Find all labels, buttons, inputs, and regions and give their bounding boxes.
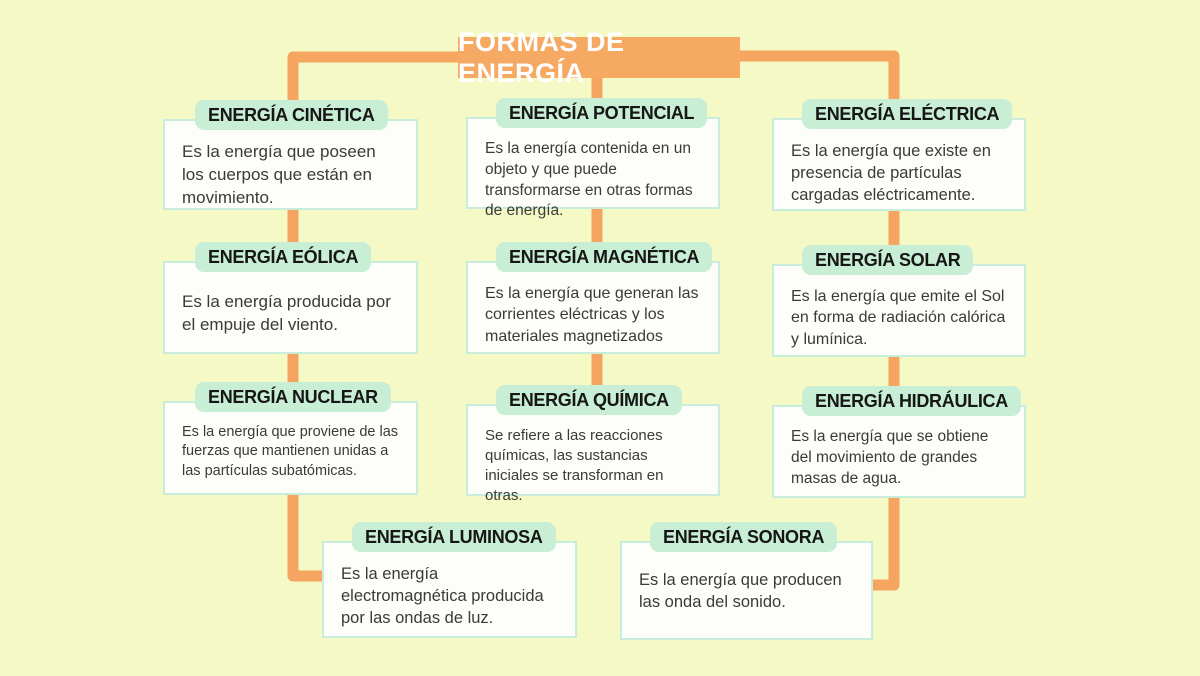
node-label: ENERGÍA POTENCIAL bbox=[496, 98, 708, 128]
diagram-title-text: FORMAS DE ENERGÍA bbox=[458, 26, 625, 88]
node-energia-potencial: ENERGÍA POTENCIAL Es la energía contenid… bbox=[466, 98, 720, 219]
node-label: ENERGÍA QUÍMICA bbox=[496, 385, 682, 415]
node-description: Es la energía que existe en presencia de… bbox=[772, 118, 1026, 211]
node-energia-cinetica: ENERGÍA CINÉTICA Es la energía que posee… bbox=[163, 100, 418, 210]
node-description: Es la energía producida por el empuje de… bbox=[163, 261, 418, 354]
node-label: ENERGÍA LUMINOSA bbox=[352, 522, 556, 552]
node-description: Es la energía que emite el Sol en forma … bbox=[772, 264, 1026, 357]
node-description: Se refiere a las reacciones químicas, la… bbox=[466, 404, 720, 504]
node-label: ENERGÍA ELÉCTRICA bbox=[802, 99, 1013, 129]
node-energia-eolica: ENERGÍA EÓLICA Es la energía producida p… bbox=[163, 242, 418, 354]
node-energia-quimica: ENERGÍA QUÍMICA Se refiere a las reaccio… bbox=[466, 385, 720, 504]
node-label: ENERGÍA NUCLEAR bbox=[195, 382, 391, 412]
node-description: Es la energía electromagnética producida… bbox=[322, 541, 577, 638]
node-energia-hidraulica: ENERGÍA HIDRÁULICA Es la energía que se … bbox=[772, 386, 1026, 498]
node-energia-magnetica: ENERGÍA MAGNÉTICA Es la energía que gene… bbox=[466, 242, 720, 354]
node-description: Es la energía que generan las corrientes… bbox=[466, 261, 720, 354]
node-label: ENERGÍA SOLAR bbox=[802, 245, 974, 275]
node-energia-sonora: ENERGÍA SONORA Es la energía que produce… bbox=[620, 522, 873, 640]
node-label: ENERGÍA EÓLICA bbox=[195, 242, 372, 272]
node-description: Es la energía que se obtiene del movimie… bbox=[772, 405, 1026, 498]
node-energia-electrica: ENERGÍA ELÉCTRICA Es la energía que exis… bbox=[772, 99, 1026, 211]
node-label: ENERGÍA SONORA bbox=[650, 522, 838, 552]
node-label: ENERGÍA HIDRÁULICA bbox=[802, 386, 1021, 416]
node-description: Es la energía contenida en un objeto y q… bbox=[466, 117, 720, 219]
node-description: Es la energía que proviene de las fuerza… bbox=[163, 401, 418, 495]
node-description: Es la energía que poseen los cuerpos que… bbox=[163, 119, 418, 210]
node-label: ENERGÍA MAGNÉTICA bbox=[496, 242, 713, 272]
diagram-title: FORMAS DE ENERGÍA bbox=[458, 27, 740, 88]
node-label: ENERGÍA CINÉTICA bbox=[195, 100, 388, 130]
node-energia-solar: ENERGÍA SOLAR Es la energía que emite el… bbox=[772, 245, 1026, 357]
node-energia-luminosa: ENERGÍA LUMINOSA Es la energía electroma… bbox=[322, 522, 577, 638]
node-description: Es la energía que producen las onda del … bbox=[620, 541, 873, 640]
node-energia-nuclear: ENERGÍA NUCLEAR Es la energía que provie… bbox=[163, 382, 418, 495]
